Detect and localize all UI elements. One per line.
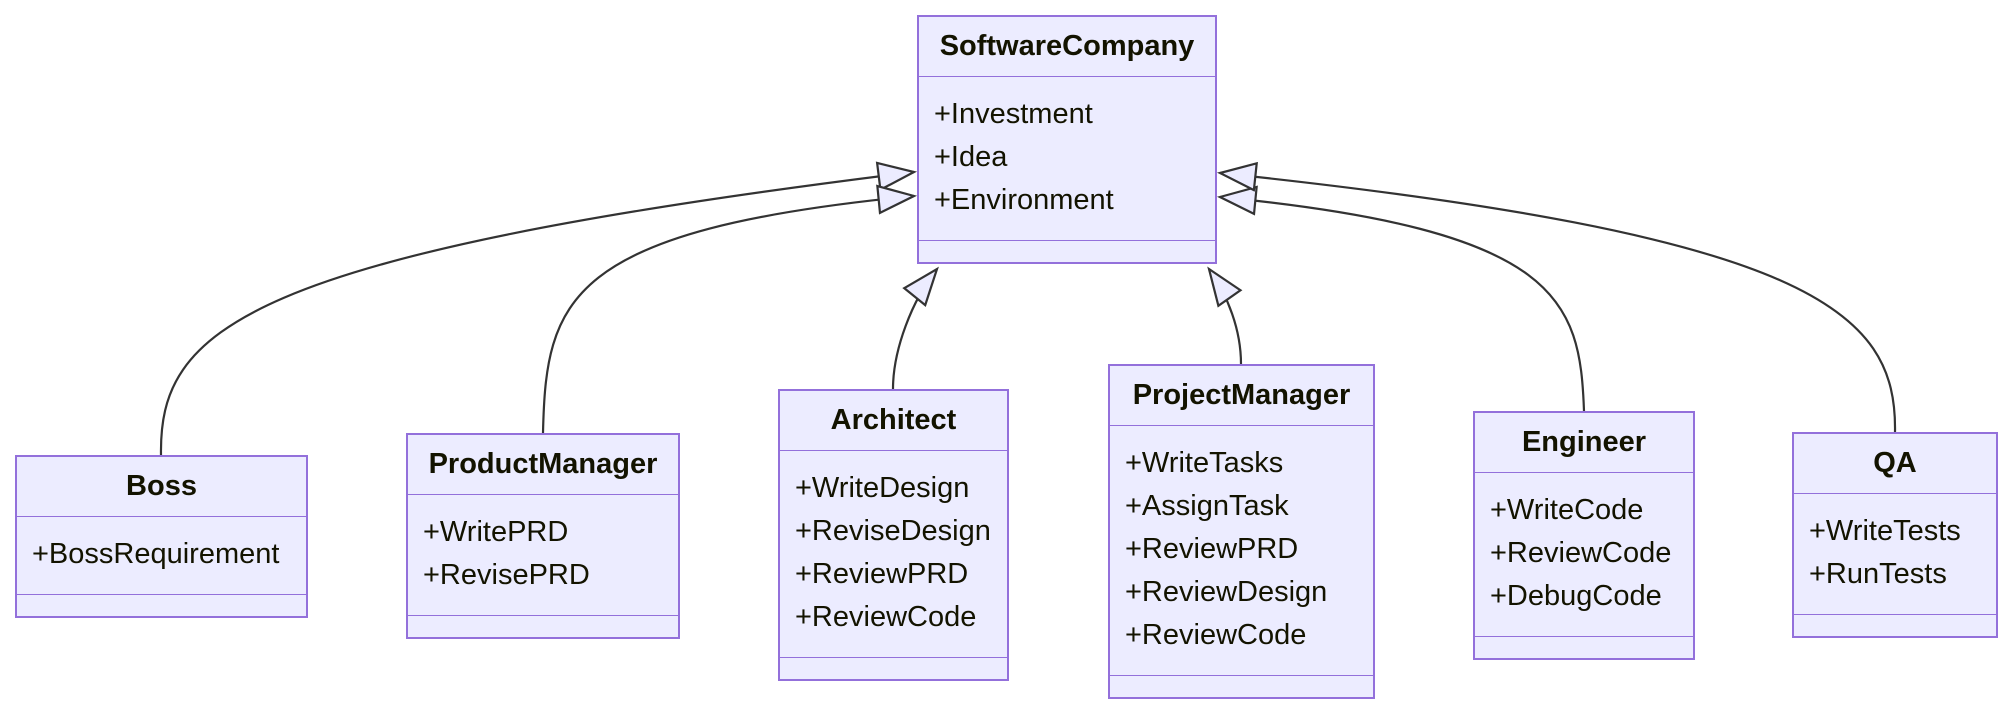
class-methods-empty	[780, 658, 1007, 679]
class-box-projectmanager: ProjectManager +WriteTasks +AssignTask +Re…	[1108, 364, 1375, 699]
class-attribute: +RunTests	[1809, 558, 1947, 590]
class-attributes: +WriteCode +ReviewCode +DebugCode	[1475, 472, 1693, 637]
class-attribute: +WriteTasks	[1125, 447, 1284, 479]
class-attributes: +WriteTasks +AssignTask +ReviewPRD +ReviewD…	[1110, 425, 1373, 676]
class-box-productmanager: ProductManager +WritePRD +RevisePRD	[406, 433, 680, 639]
class-methods-empty	[1110, 676, 1373, 697]
class-methods-empty	[1794, 615, 1996, 636]
class-attribute: +WriteTests	[1809, 515, 1961, 547]
class-methods-empty	[17, 595, 306, 616]
edge-engineer-to-softwarecompany	[1220, 197, 1586, 412]
edge-qa-to-softwarecompany	[1220, 173, 1897, 433]
class-attribute: +Investment	[934, 98, 1093, 130]
class-attribute: +WriteDesign	[795, 472, 970, 504]
class-methods-empty	[1475, 637, 1693, 658]
class-methods-empty	[919, 241, 1215, 262]
class-attribute: +ReviewCode	[1125, 619, 1307, 651]
class-attribute: +Idea	[934, 141, 1008, 173]
edge-productmanager-to-softwarecompany	[541, 196, 914, 434]
class-attributes: +WriteDesign +ReviseDesign +ReviewPRD +Revi…	[780, 450, 1007, 658]
edge-architect-to-softwarecompany	[891, 269, 937, 390]
class-attribute: +ReviewPRD	[795, 558, 969, 590]
class-attribute: +AssignTask	[1125, 490, 1289, 522]
class-title: Boss	[126, 470, 197, 502]
class-title: ProjectManager	[1132, 379, 1351, 411]
edge-projectmanager-to-softwarecompany	[1209, 269, 1241, 365]
class-attribute: +WriteCode	[1490, 494, 1644, 526]
class-box-engineer: Engineer +WriteCode +ReviewCode +DebugCode	[1473, 411, 1695, 660]
class-attribute: +BossRequirement	[32, 538, 280, 570]
class-attribute: +DebugCode	[1490, 580, 1662, 612]
class-attributes: +Investment +Idea +Environment	[919, 76, 1215, 241]
class-attribute: +WritePRD	[423, 516, 569, 548]
class-attribute: +ReviewPRD	[1125, 533, 1299, 565]
class-box-architect: Architect +WriteDesign +ReviseDesign +Revi…	[778, 389, 1009, 681]
class-attribute: +Environment	[934, 184, 1114, 216]
class-attribute: +RevisePRD	[423, 559, 590, 591]
class-title: Architect	[830, 404, 957, 436]
class-title: ProductManager	[428, 448, 658, 480]
class-box-boss: Boss +BossRequirement	[15, 455, 308, 618]
class-attributes: +WritePRD +RevisePRD	[408, 494, 678, 616]
class-attribute: +ReviewDesign	[1125, 576, 1328, 608]
class-box-qa: QA +WriteTests +RunTests	[1792, 432, 1998, 638]
class-box-softwarecompany: SoftwareCompany +Investment +Idea +Environ…	[917, 15, 1217, 264]
class-title: SoftwareCompany	[939, 30, 1195, 62]
class-attribute: +ReviseDesign	[795, 515, 991, 547]
class-attribute: +ReviewCode	[795, 601, 977, 633]
class-title: Engineer	[1521, 426, 1647, 458]
class-methods-empty	[408, 616, 678, 637]
class-attributes: +BossRequirement	[17, 516, 306, 595]
class-attribute: +ReviewCode	[1490, 537, 1672, 569]
class-attributes: +WriteTests +RunTests	[1794, 493, 1996, 615]
class-title: QA	[1873, 447, 1917, 479]
edge-boss-to-softwarecompany	[159, 172, 914, 456]
